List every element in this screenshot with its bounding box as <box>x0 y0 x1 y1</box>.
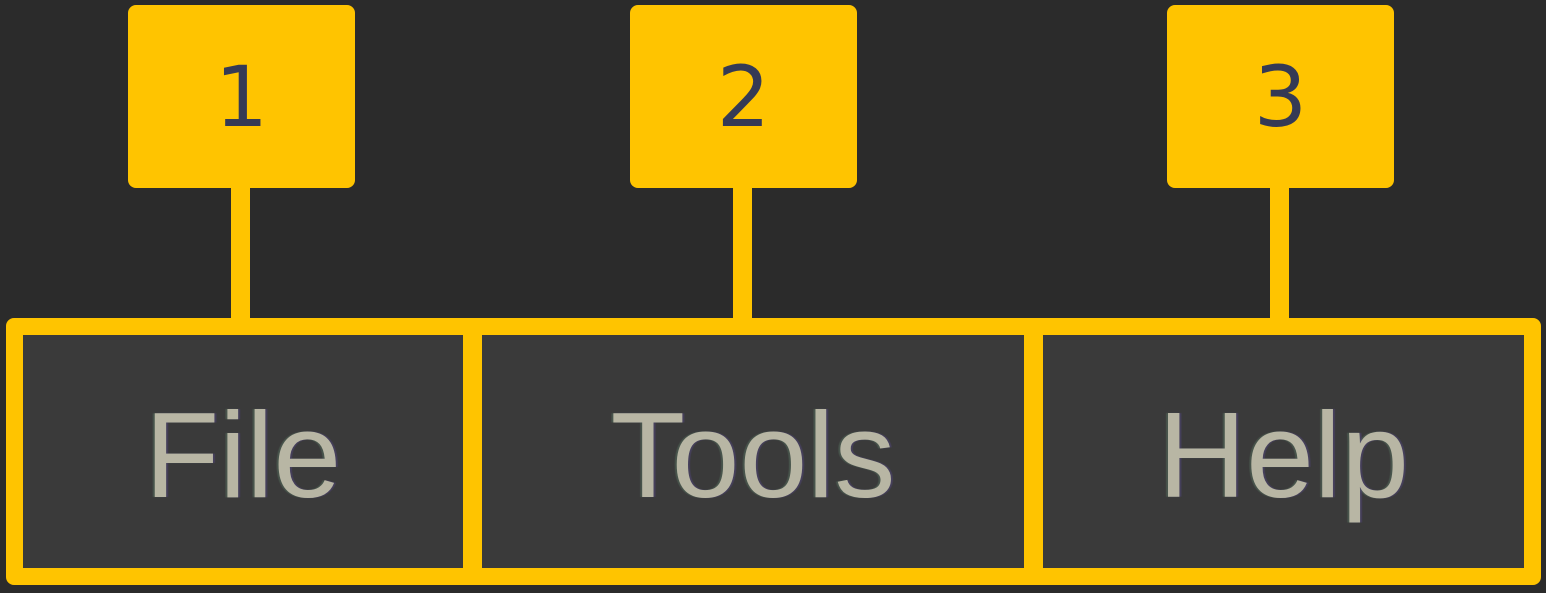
callout-connector-1 <box>231 180 250 328</box>
menu-divider <box>463 335 482 568</box>
callout-badge-2: 2 <box>630 5 857 188</box>
menu-item-help[interactable]: Help <box>1043 335 1524 568</box>
menu-bar: File Tools Help <box>6 318 1541 585</box>
callout-badge-1: 1 <box>128 5 355 188</box>
menu-item-label: Help <box>1158 386 1409 523</box>
menu-divider <box>1024 335 1043 568</box>
callout-connector-3 <box>1270 180 1289 328</box>
menu-item-tools[interactable]: Tools <box>482 335 1024 568</box>
callout-connector-2 <box>733 180 752 328</box>
menu-item-label: File <box>144 386 342 523</box>
callout-number: 2 <box>716 47 771 146</box>
menu-item-label: Tools <box>610 386 896 523</box>
callout-number: 3 <box>1253 47 1308 146</box>
callout-badge-3: 3 <box>1167 5 1394 188</box>
menu-item-file[interactable]: File <box>23 335 463 568</box>
callout-number: 1 <box>214 47 269 146</box>
